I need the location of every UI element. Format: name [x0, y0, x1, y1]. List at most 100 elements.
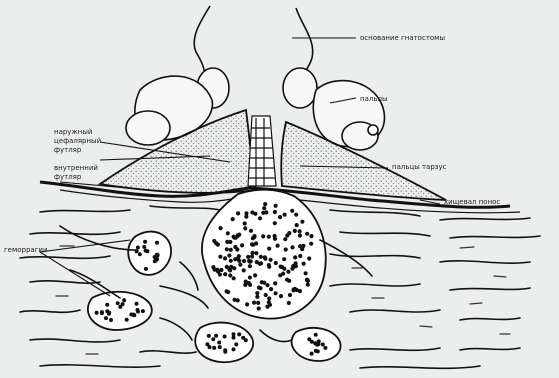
dot: [267, 247, 271, 251]
dot: [225, 240, 229, 244]
dot: [223, 272, 227, 276]
dot: [314, 349, 318, 353]
label-hemorrhage: геморрагии: [4, 246, 48, 254]
dot: [225, 265, 229, 269]
dot: [253, 273, 257, 277]
dot: [305, 278, 309, 282]
dot: [279, 294, 283, 298]
dot: [262, 206, 266, 210]
dot: [298, 229, 302, 233]
dot: [288, 293, 292, 297]
dot: [118, 305, 122, 309]
dot: [237, 332, 241, 336]
dot: [136, 310, 140, 314]
dot: [282, 267, 286, 271]
dot: [153, 255, 157, 259]
dot: [285, 278, 289, 282]
dot: [257, 306, 261, 310]
dot: [250, 251, 254, 255]
dot: [132, 313, 136, 317]
label-base-gnathostome: основание гнатостомы: [360, 34, 445, 42]
dot: [301, 244, 305, 248]
dot: [287, 301, 291, 305]
dot: [125, 318, 129, 322]
dot: [234, 342, 238, 346]
dot: [242, 259, 246, 263]
dot: [250, 254, 254, 258]
dot: [237, 233, 241, 237]
dot: [310, 340, 314, 344]
dot: [273, 281, 277, 285]
dot: [267, 263, 271, 267]
dot: [240, 243, 244, 247]
dot: [142, 245, 146, 249]
dot: [232, 266, 236, 270]
dot: [233, 298, 237, 302]
dot: [252, 234, 256, 238]
dot: [300, 220, 304, 224]
dot: [212, 346, 216, 350]
dot: [247, 281, 251, 285]
dot: [144, 249, 148, 253]
dot: [316, 342, 320, 346]
dot: [298, 254, 302, 258]
label-palp-tarsus: пальцы тарзус: [392, 163, 447, 171]
dot: [232, 235, 236, 239]
dot: [309, 242, 313, 246]
dot: [155, 241, 159, 245]
dot: [232, 347, 236, 351]
dot: [290, 245, 294, 249]
dot: [245, 302, 249, 306]
dot: [255, 291, 259, 295]
dot: [248, 275, 252, 279]
dot: [211, 265, 215, 269]
dot: [143, 240, 147, 244]
dot: [267, 235, 271, 239]
dot: [298, 234, 302, 238]
dot: [283, 237, 287, 241]
dot: [136, 246, 140, 250]
dot: [295, 223, 299, 227]
dot: [263, 257, 267, 261]
dot: [95, 311, 99, 315]
dot: [219, 226, 223, 230]
dot: [291, 264, 295, 268]
dot: [138, 252, 142, 256]
label-inner-sheath-2: футляр: [54, 173, 81, 181]
dot: [243, 221, 247, 225]
dot: [257, 286, 261, 290]
dot: [248, 260, 252, 264]
dot: [253, 212, 257, 216]
dot: [274, 291, 278, 295]
dot: [141, 309, 145, 313]
dot: [249, 229, 253, 233]
dot: [261, 211, 265, 215]
dot: [229, 259, 233, 263]
dot: [231, 217, 235, 221]
dot: [252, 301, 256, 305]
dot: [285, 233, 289, 237]
dot: [109, 318, 113, 322]
dot: [278, 215, 282, 219]
dot: [216, 269, 220, 273]
dot: [304, 271, 308, 275]
dot: [254, 251, 258, 255]
dot: [306, 283, 310, 287]
dot: [116, 301, 120, 305]
dot: [258, 216, 262, 220]
dot: [274, 261, 278, 265]
dot: [229, 248, 233, 252]
dot: [223, 256, 227, 260]
dot: [255, 295, 259, 299]
label-outer-sheath-3: футляр: [54, 146, 81, 154]
dot: [264, 293, 268, 297]
dot: [278, 273, 282, 277]
dot: [246, 255, 250, 259]
dot: [314, 333, 318, 337]
dot: [269, 287, 273, 291]
dot: [286, 270, 290, 274]
dot: [135, 302, 139, 306]
dot: [302, 262, 306, 266]
